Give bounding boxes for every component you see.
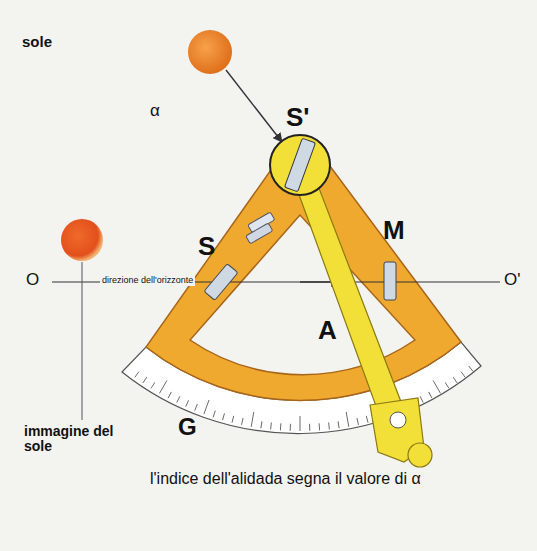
shade-filters — [246, 212, 275, 244]
scale-tick — [433, 380, 441, 393]
index-mirror — [285, 138, 316, 192]
scale-tick — [280, 423, 281, 430]
scale-tick — [168, 392, 171, 398]
scale-tick — [195, 404, 198, 410]
scale-tick — [338, 421, 340, 428]
scale-tick — [309, 424, 310, 431]
alidade-index — [390, 412, 406, 428]
sun-label: sole — [22, 34, 52, 51]
scale-tick — [357, 418, 358, 425]
point-label: O' — [504, 271, 520, 290]
mirror-m — [384, 262, 396, 300]
caption-label: l'indice dell'alidada segna il valore di… — [150, 470, 421, 488]
alidade-knob — [408, 443, 432, 467]
scale-tick — [251, 412, 254, 427]
scale-tick — [420, 396, 423, 402]
sun-image — [61, 219, 103, 261]
sun-ray — [226, 70, 282, 142]
scale-tick — [346, 412, 349, 427]
part-label: G — [178, 414, 197, 440]
part-label: A — [318, 316, 337, 345]
angle-label: α — [150, 102, 160, 121]
scale-tick — [177, 396, 180, 402]
scale-tick — [366, 416, 368, 423]
scale-tick — [429, 392, 432, 398]
scale-tick — [213, 411, 215, 418]
scale-tick — [160, 380, 168, 393]
scale-tick — [469, 366, 473, 372]
mirror-label: S — [198, 232, 215, 261]
scale-tick — [143, 377, 147, 383]
mirror-label: M — [383, 216, 405, 245]
mirror-label: S' — [286, 103, 310, 132]
scale-tick — [223, 413, 225, 420]
scale-tick — [204, 400, 209, 414]
caption-label: immagine del sole — [22, 424, 136, 455]
horizon-mirror — [204, 264, 238, 301]
scale-tick — [328, 422, 330, 429]
scale-tick — [151, 382, 155, 388]
scale-tick — [319, 423, 320, 430]
scale-tick — [242, 418, 243, 425]
point-label: O — [26, 271, 39, 290]
scale-tick — [290, 424, 291, 431]
horizon-label: direzione dell'orizzonte — [100, 276, 195, 286]
scale-tick — [461, 372, 465, 378]
scale-tick — [270, 422, 272, 429]
scale-tick — [186, 400, 189, 406]
scale-tick — [300, 416, 301, 431]
index-mirror-circle — [270, 135, 330, 195]
alidade-arm — [290, 170, 408, 428]
scale-tick — [232, 416, 234, 423]
scale-tick — [445, 382, 449, 388]
scale-tick — [453, 377, 457, 383]
sun — [188, 30, 232, 74]
scale-tick — [135, 372, 139, 378]
leader-line — [82, 262, 83, 420]
scale-tick — [260, 421, 262, 428]
